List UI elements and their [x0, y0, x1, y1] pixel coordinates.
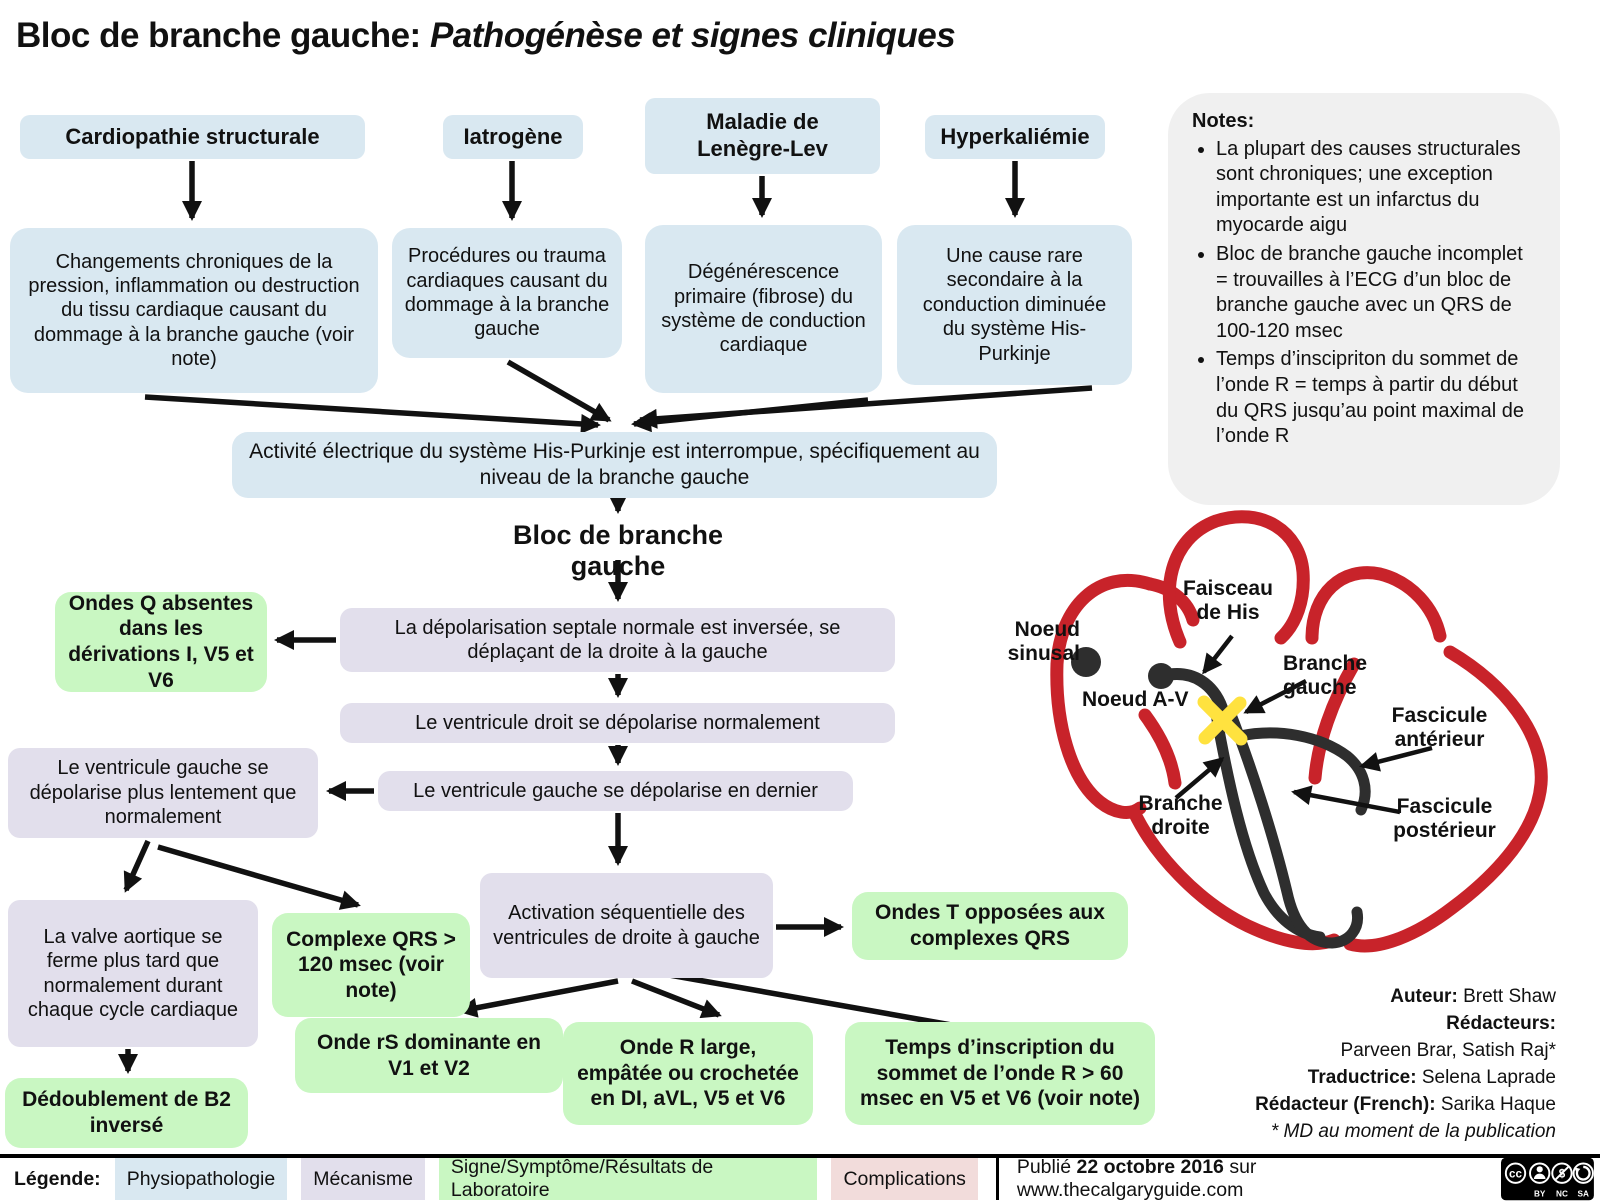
sign-t-opposed-box: Ondes T opposées aux complexes QRS — [852, 892, 1128, 960]
diagnosis-heading: Bloc de branche gauche — [512, 520, 724, 581]
legend-item-sign-symptom: Signe/Symptôme/Résultats de Laboratoire — [438, 1156, 818, 1201]
notes-list: La plupart des causes structurales sont … — [1192, 137, 1536, 450]
note-item: Temps d’inscipriton du sommet de l’onde … — [1216, 347, 1536, 449]
page-title: Bloc de branche gauche: Pathogénèse et s… — [16, 16, 956, 56]
heart-outline — [1050, 510, 1548, 953]
legend-item-complications: Complications — [831, 1158, 978, 1200]
credits-footnote: * MD au moment de la publication — [1270, 1120, 1556, 1142]
cause-header-structural: Cardiopathie structurale — [20, 115, 365, 159]
label-sinus-node: Noeud sinusal — [1007, 618, 1080, 666]
notes-panel: Notes: La plupart des causes structurale… — [1168, 93, 1560, 505]
legend-item-mechanism: Mécanisme — [301, 1158, 425, 1200]
rv-normal-box: Le ventricule droit se dépolarise normal… — [340, 703, 895, 743]
block-site-x-icon — [1197, 695, 1248, 746]
credits-author-line: Auteur: Brett Shaw — [1390, 986, 1556, 1007]
interruption-box: Activité électrique du système His-Purki… — [232, 432, 997, 498]
credits-french-editor-line: Rédacteur (French): Sarika Haque — [1255, 1093, 1556, 1115]
septal-depolarization-box: La dépolarisation septale normale est in… — [340, 608, 895, 672]
credits-translator-line: Traductrice: Selena Laprade — [1307, 1066, 1556, 1088]
cause-desc-structural: Changements chroniques de la pression, i… — [10, 228, 378, 393]
sequential-activation-box: Activation séquentielle des ventricules … — [480, 873, 773, 978]
lv-last-box: Le ventricule gauche se dépolarise en de… — [378, 771, 853, 811]
heart-label-arrows — [1174, 634, 1433, 815]
legend-divider — [995, 1158, 999, 1200]
sign-qrs-wide-box: Complexe QRS > 120 msec (voir note) — [272, 913, 470, 1017]
credits-editors: Parveen Brar, Satish Raj* — [1340, 1039, 1556, 1061]
label-his-bundle: Faisceau de His — [1183, 577, 1273, 625]
page-title-main: Bloc de branche gauche: — [16, 16, 421, 55]
sign-rs-dominant-box: Onde rS dominante en V1 et V2 — [295, 1018, 563, 1093]
svg-text:cc: cc — [1509, 1168, 1522, 1181]
credits-block: Auteur: Brett Shaw Rédacteurs: Parveen B… — [1255, 984, 1556, 1146]
cause-header-lenegre-lev: Maladie de Lenègre-Lev — [645, 98, 880, 174]
svg-text:NC: NC — [1556, 1189, 1568, 1198]
sign-r-peak-time-box: Temps d’inscription du sommet de l’onde … — [845, 1022, 1155, 1125]
svg-text:SA: SA — [1578, 1189, 1589, 1198]
note-item: Bloc de branche gauche incomplet = trouv… — [1216, 242, 1536, 344]
credits-editors-label: Rédacteurs: — [1446, 1012, 1556, 1034]
sign-b2-split-box: Dédoublement de B2 inversé — [5, 1078, 248, 1148]
cause-desc-iatrogenic: Procédures ou trauma cardiaques causant … — [392, 228, 622, 358]
lv-slow-box: Le ventricule gauche se dépolarise plus … — [8, 748, 318, 838]
published-line: Publié 22 octobre 2016 sur www.thecalgar… — [1016, 1156, 1257, 1201]
sinus-node-dot — [1071, 647, 1101, 677]
page-title-subtitle: Pathogénèse et signes cliniques — [429, 16, 956, 55]
svg-text:BY: BY — [1534, 1189, 1546, 1198]
label-anterior-fascicle: Fascicule antérieur — [1391, 704, 1488, 752]
legend-label: Légende: — [14, 1167, 101, 1190]
label-right-branch: Branche droite — [1138, 792, 1223, 840]
creative-commons-badge: cc $ BY NC SA — [1501, 1157, 1594, 1201]
aortic-valve-box: La valve aortique se ferme plus tard que… — [8, 900, 258, 1047]
label-left-branch: Branche gauche — [1283, 652, 1368, 700]
legend-item-pathophysiology: Physiopathologie — [114, 1158, 288, 1200]
legend-bar: Légende: Physiopathologie Mécanisme Sign… — [0, 1154, 1600, 1201]
av-node-dot — [1148, 663, 1174, 689]
sign-r-wide-box: Onde R large, empâtée ou crochetée en DI… — [563, 1022, 813, 1125]
note-item: La plupart des causes structurales sont … — [1216, 137, 1536, 239]
notes-heading: Notes: — [1192, 110, 1255, 132]
cause-header-hyperkalemia: Hyperkaliémie — [925, 115, 1105, 159]
sign-q-absent-box: Ondes Q absentes dans les dérivations I,… — [55, 592, 267, 692]
cause-desc-lenegre-lev: Dégénérescence primaire (fibrose) du sys… — [645, 225, 882, 393]
label-av-node: Noeud A-V — [1082, 688, 1189, 711]
cause-desc-hyperkalemia: Une cause rare secondaire à la conductio… — [897, 225, 1132, 385]
label-posterior-fascicle: Fascicule postérieur — [1393, 795, 1496, 843]
cause-header-iatrogenic: Iatrogène — [443, 115, 583, 159]
